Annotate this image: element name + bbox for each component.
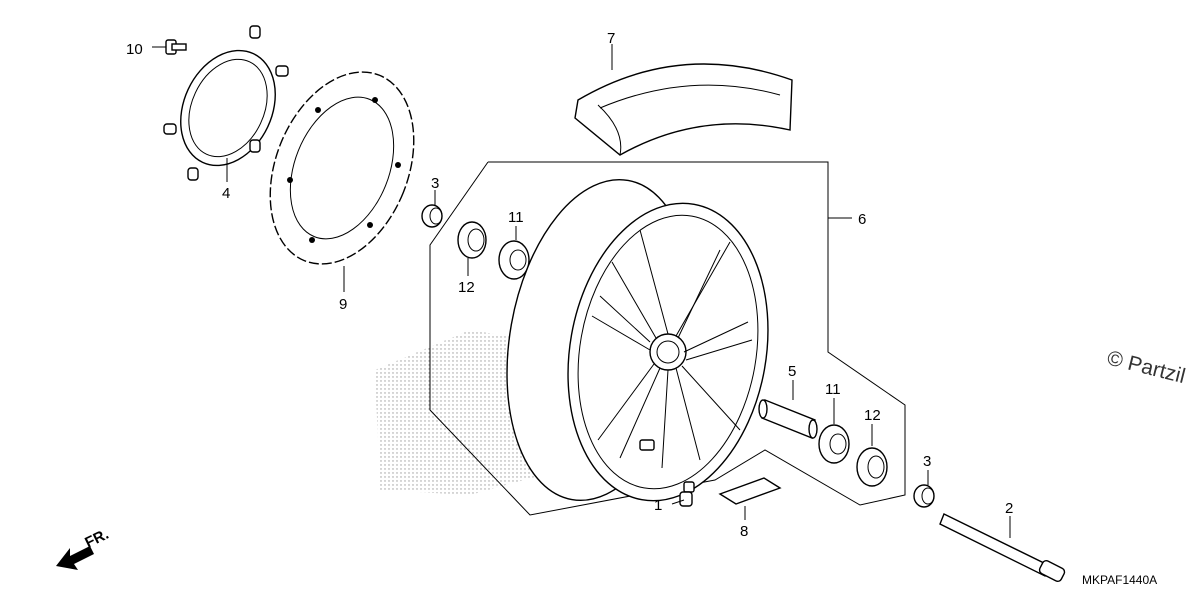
- distance-collar-part[interactable]: [758, 399, 818, 439]
- axle-part[interactable]: [939, 513, 1066, 583]
- leader-lines: [152, 44, 1011, 538]
- bolt-part[interactable]: [165, 39, 187, 55]
- collar-part-left[interactable]: [421, 204, 443, 228]
- bearing-part-right[interactable]: [818, 424, 850, 464]
- wheel-part[interactable]: [483, 165, 790, 517]
- tire-part[interactable]: [574, 63, 793, 156]
- callout-11-right: 11: [825, 381, 841, 398]
- front-direction-indicator: FR.: [56, 526, 111, 570]
- brake-disc-part[interactable]: [243, 51, 440, 286]
- callout-8: 8: [740, 523, 748, 540]
- watermark: © Partzil: [1105, 347, 1188, 389]
- callout-2: 2: [1005, 500, 1013, 517]
- callout-1: 1: [654, 497, 662, 514]
- callout-7: 7: [607, 30, 615, 47]
- callout-3-left: 3: [431, 175, 439, 192]
- diagram-code: MKPAF1440A: [1082, 573, 1157, 587]
- dust-seal-part-left[interactable]: [457, 221, 487, 259]
- callout-4: 4: [222, 185, 230, 202]
- callout-6: 6: [858, 211, 866, 228]
- dust-seal-part-right[interactable]: [856, 447, 888, 487]
- wheel-assembly-outline: [429, 161, 906, 516]
- balance-weight-part[interactable]: [718, 477, 782, 505]
- callout-3-right: 3: [923, 453, 931, 470]
- callout-9: 9: [339, 296, 347, 313]
- callout-5: 5: [788, 363, 796, 380]
- pulser-ring-part[interactable]: [163, 25, 293, 181]
- callout-12-right: 12: [864, 407, 881, 424]
- collar-part-right[interactable]: [913, 484, 935, 508]
- air-valve-part[interactable]: [679, 481, 695, 507]
- bearing-part-left[interactable]: [498, 240, 530, 280]
- callout-10: 10: [126, 41, 143, 58]
- callout-12-left: 12: [458, 279, 475, 296]
- callout-11-left: 11: [508, 209, 524, 226]
- arrow-left-icon: [56, 546, 94, 570]
